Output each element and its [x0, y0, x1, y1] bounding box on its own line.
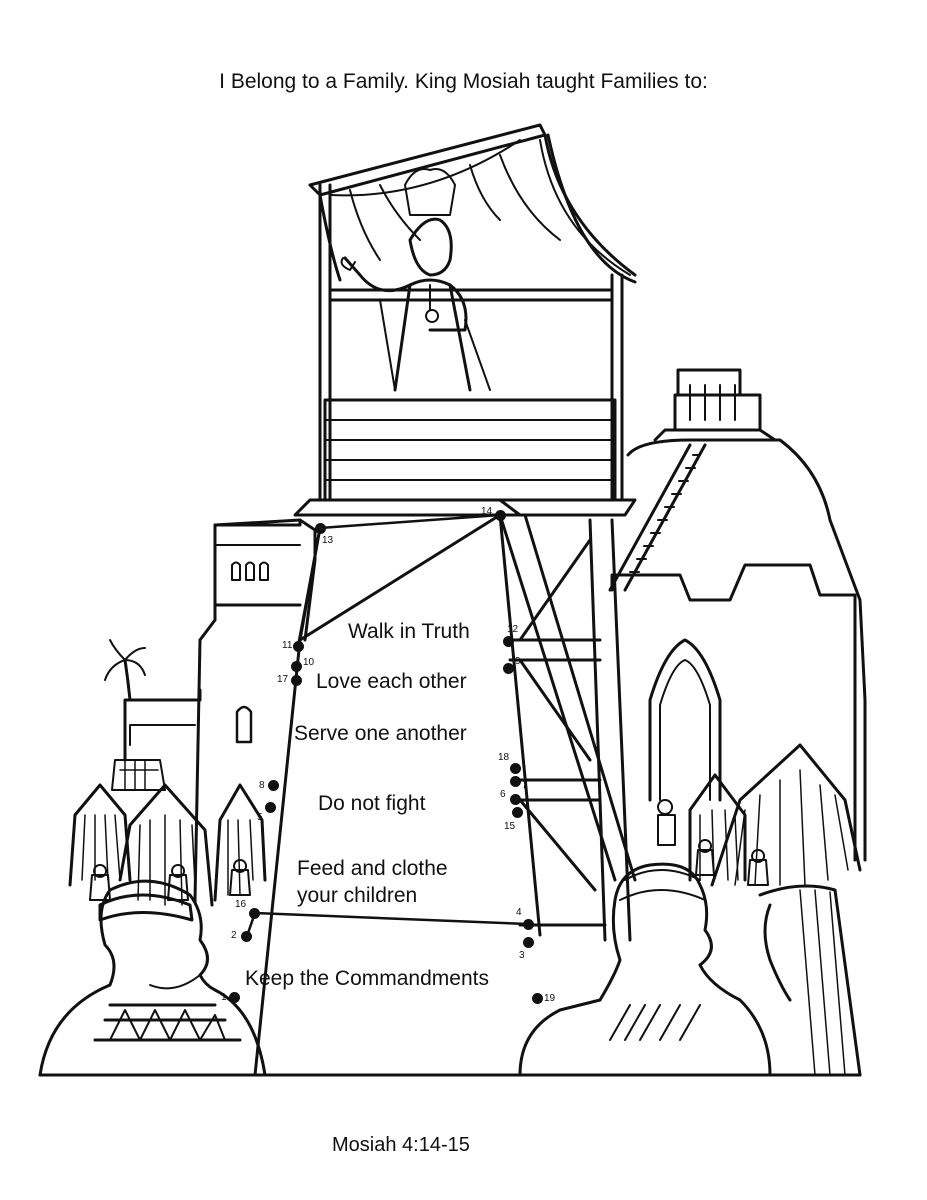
- foreground-man-left: [38, 879, 267, 1077]
- dot-label-16: 16: [235, 899, 247, 910]
- dot-label-2: 2: [231, 930, 237, 941]
- dot-9[interactable]: [503, 663, 514, 674]
- dot-label-3: 3: [519, 950, 525, 961]
- dot-7[interactable]: [510, 776, 521, 787]
- page-title: I Belong to a Family. King Mosiah taught…: [219, 70, 708, 93]
- foreground-woman-right: [758, 884, 862, 1077]
- dot-4[interactable]: [523, 919, 534, 930]
- dot-15[interactable]: [512, 807, 523, 818]
- temple-hill: [608, 368, 867, 862]
- dot-10[interactable]: [291, 661, 302, 672]
- phrase-walk-in-truth: Walk in Truth: [348, 620, 470, 643]
- dot-1[interactable]: [229, 992, 240, 1003]
- dot-6[interactable]: [510, 794, 521, 805]
- foreground-man-right: [598, 862, 772, 1077]
- dot-11[interactable]: [293, 641, 304, 652]
- dot-label-18: 18: [498, 752, 510, 763]
- phrase-serve-one-another: Serve one another: [294, 722, 467, 745]
- dot-label-8: 8: [259, 780, 265, 791]
- dot-8[interactable]: [268, 780, 279, 791]
- dot-label-13: 13: [322, 535, 334, 546]
- right-wall: [610, 563, 857, 862]
- dot-19[interactable]: [532, 993, 543, 1004]
- dot-18[interactable]: [510, 763, 521, 774]
- king-tower: [293, 123, 637, 517]
- background-city: [104, 639, 202, 791]
- left-tower: [193, 518, 317, 902]
- dot-label-12: 12: [507, 624, 519, 635]
- dot-3[interactable]: [523, 937, 534, 948]
- dot-label-5: 5: [257, 812, 263, 823]
- dot-16[interactable]: [249, 908, 260, 919]
- phrase-keep-the-commandments: Keep the Commandments: [245, 967, 489, 990]
- dot-label-1: 1: [221, 992, 227, 1003]
- phrase-your-children: your children: [297, 884, 418, 907]
- scaffold: [498, 513, 637, 942]
- left-tents: [68, 783, 267, 907]
- dot-label-17: 17: [277, 674, 289, 685]
- dot-2[interactable]: [241, 931, 252, 942]
- dot-14[interactable]: [495, 510, 506, 521]
- phrase-love-each-other: Love each other: [316, 670, 467, 693]
- scripture-reference: Mosiah 4:14-15: [332, 1134, 470, 1156]
- dot-label-10: 10: [303, 657, 315, 668]
- dot-13[interactable]: [315, 523, 326, 534]
- dot-label-11: 11: [282, 640, 293, 651]
- dot-12[interactable]: [503, 636, 514, 647]
- dot-label-19: 19: [544, 993, 556, 1004]
- dot-label-6: 6: [500, 789, 506, 800]
- dot-17[interactable]: [291, 675, 302, 686]
- dot-label-14: 14: [481, 506, 493, 517]
- phrase-do-not-fight: Do not fight: [318, 792, 426, 815]
- dot-label-15: 15: [504, 821, 516, 832]
- phrase-feed-and-clothe: Feed and clothe: [297, 857, 448, 880]
- dot-label-7: 7: [522, 780, 528, 791]
- dot-label-4: 4: [516, 907, 522, 918]
- right-tents: [688, 743, 862, 887]
- dot-label-9: 9: [515, 656, 521, 667]
- dot-5[interactable]: [265, 802, 276, 813]
- king-mosiah: [340, 168, 491, 392]
